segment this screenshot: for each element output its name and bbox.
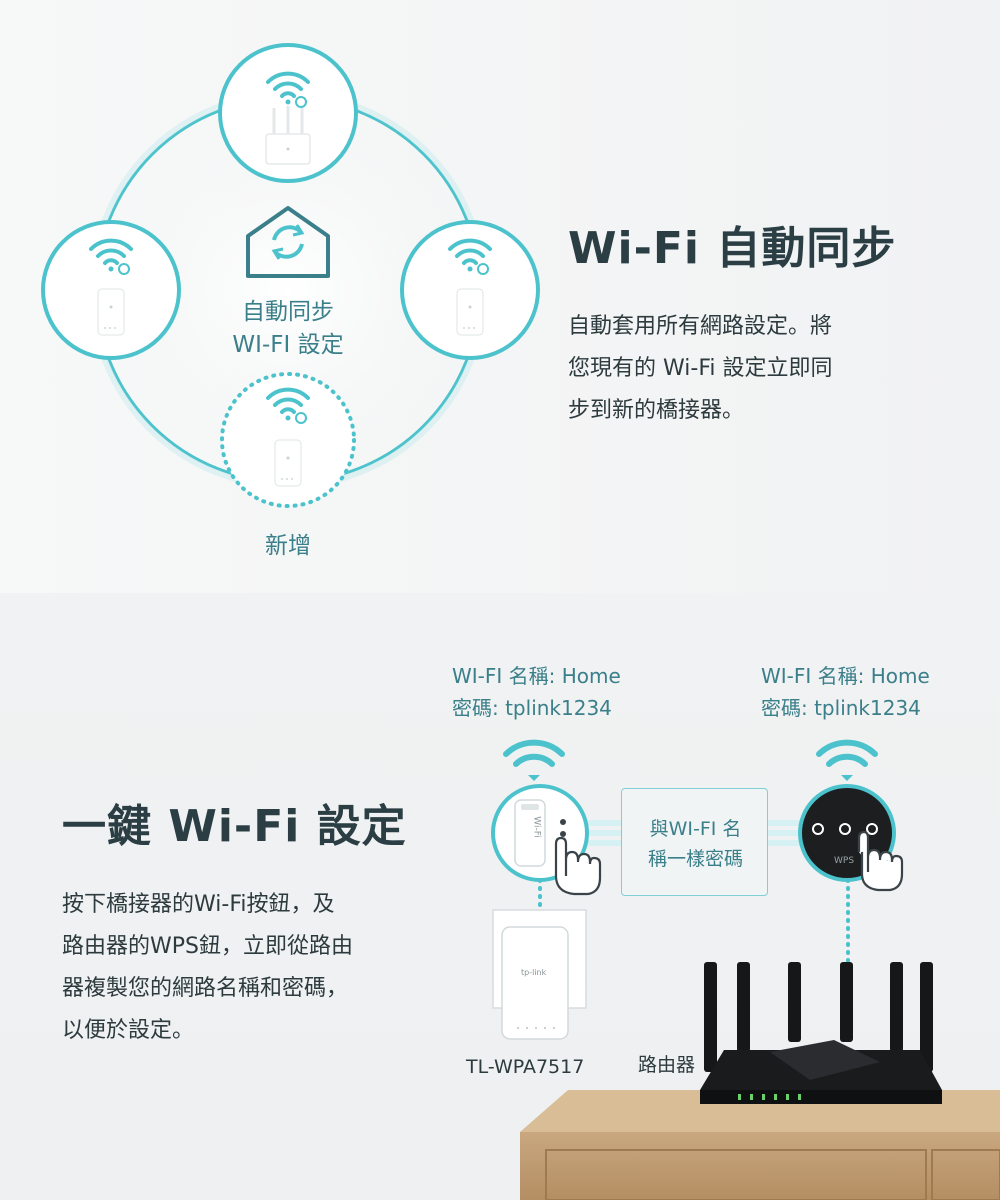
sync-desc-line: 您現有的 Wi-Fi 設定立即同: [568, 356, 833, 381]
box-line1: 與WI-FI 名: [649, 818, 742, 840]
ring-glow: [78, 80, 498, 500]
same-credentials-box: 與WI-FI 名 稱一樣密碼: [621, 788, 768, 896]
connector-bar: [584, 820, 621, 826]
extender-credentials: WI-FI 名稱: Home 密碼: tplink1234: [452, 660, 621, 724]
router-label: 路由器: [638, 1054, 696, 1076]
wifi-icon: [816, 739, 878, 781]
center-label-line1: 自動同步: [242, 299, 334, 325]
extender-ssid: WI-FI 名稱: Home: [452, 664, 621, 688]
wifi-icon: [503, 739, 565, 781]
center-label: 自動同步 WI-FI 設定: [208, 296, 368, 362]
hand-press-icon: [554, 836, 602, 896]
house-sync-icon: [246, 206, 330, 278]
extender-icon: [97, 288, 125, 336]
onekey-desc-line: 按下橋接器的Wi-Fi按鈕，及: [62, 892, 335, 917]
model-label: TL-WPA7517: [466, 1056, 585, 1078]
extender-device: [501, 926, 569, 1040]
new-label: 新增: [265, 533, 311, 559]
sync-desc-line: 自動套用所有網路設定。將: [568, 314, 833, 339]
onekey-desc-line: 器複製您的網路名稱和密碼，: [62, 976, 349, 1001]
router-credentials: WI-FI 名稱: Home 密碼: tplink1234: [761, 660, 930, 724]
onekey-desc-line: 路由器的WPS鈕，立即從路由: [62, 934, 353, 959]
sync-title: Wi-Fi 自動同步: [568, 223, 897, 274]
desk: [520, 1090, 1000, 1200]
router-ssid: WI-FI 名稱: Home: [761, 664, 930, 688]
hand-press-icon: [857, 830, 904, 892]
box-line2: 稱一樣密碼: [647, 848, 743, 870]
extender-icon: [456, 288, 484, 336]
wifi-button-text: Wi-Fi: [531, 816, 542, 838]
onekey-title: 一鍵 Wi-Fi 設定: [62, 801, 407, 852]
sync-desc-line: 步到新的橋接器。: [568, 398, 745, 423]
router-device: [700, 962, 942, 1104]
center-label-line2: WI-FI 設定: [232, 332, 344, 358]
onekey-description: 按下橋接器的Wi-Fi按鈕，及 路由器的WPS鈕，立即從路由 器複製您的網路名稱…: [62, 884, 462, 1052]
extender-icon: [274, 439, 302, 487]
onekey-desc-line: 以便於設定。: [62, 1018, 195, 1043]
extender-logo: tp-link: [521, 968, 547, 977]
router-icon: [265, 106, 311, 165]
extender-password: 密碼: tplink1234: [452, 696, 612, 720]
router-password: 密碼: tplink1234: [761, 696, 921, 720]
wps-button-text: WPS: [834, 856, 855, 866]
sync-description: 自動套用所有網路設定。將 您現有的 Wi-Fi 設定立即同 步到新的橋接器。: [568, 306, 968, 432]
